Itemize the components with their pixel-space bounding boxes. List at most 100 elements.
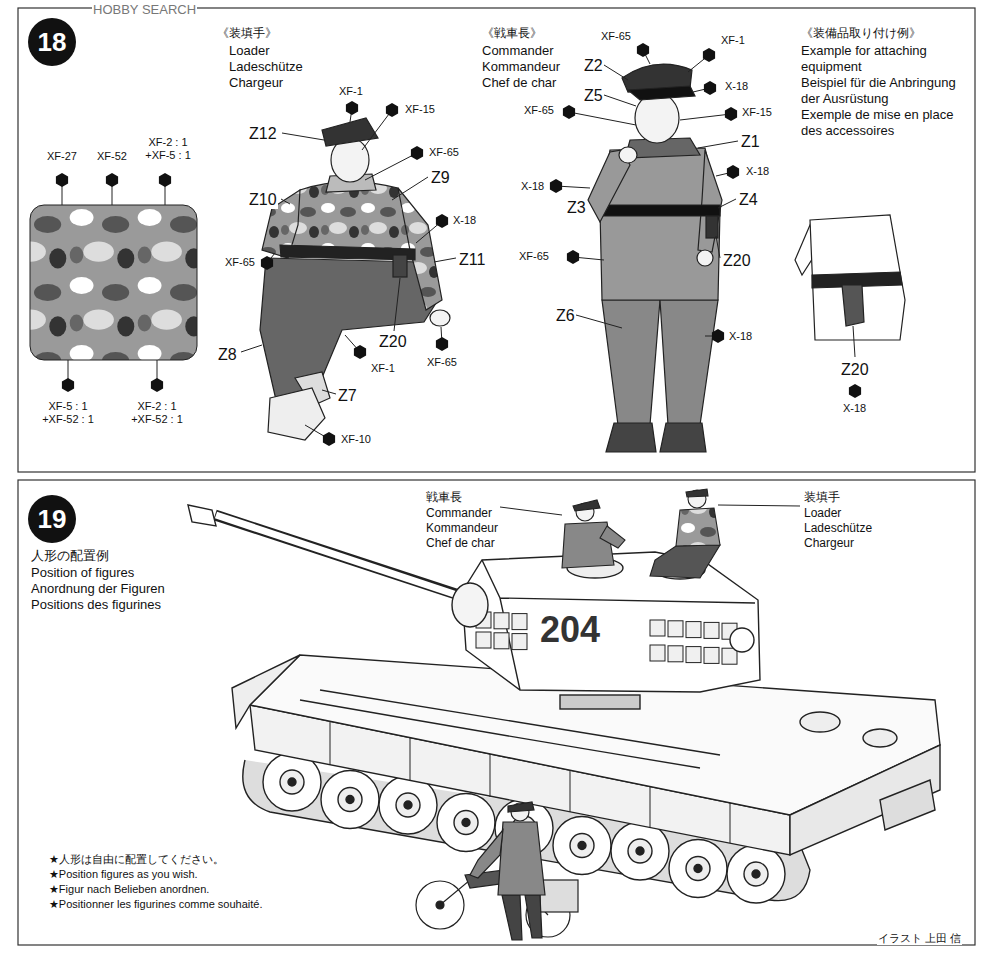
road-wheel bbox=[686, 857, 710, 881]
tank-illustration bbox=[730, 803, 731, 843]
commander-figure bbox=[600, 205, 720, 216]
tank-illustration bbox=[560, 695, 640, 709]
road-wheel bbox=[727, 845, 785, 903]
spare-track-link bbox=[686, 647, 701, 663]
leader-line bbox=[281, 199, 290, 204]
road-wheel bbox=[396, 793, 420, 817]
paint-code: X-18 bbox=[452, 214, 477, 227]
crew-figure bbox=[600, 526, 625, 548]
paint-code: XF-65 bbox=[224, 256, 256, 269]
road-wheel bbox=[437, 794, 495, 852]
leader-line bbox=[392, 177, 428, 200]
heading-text: Kommandeur bbox=[425, 521, 499, 535]
vehicle-marking: 204 bbox=[539, 608, 601, 651]
paint-hexagon bbox=[563, 105, 575, 119]
loader-figure bbox=[260, 118, 450, 440]
tank-illustration bbox=[188, 505, 940, 903]
heading-text: Loader bbox=[228, 43, 270, 59]
commander-figure bbox=[697, 250, 713, 266]
part-number: Z3 bbox=[566, 198, 587, 217]
camo-swatch bbox=[30, 205, 197, 360]
road-wheel bbox=[669, 840, 727, 898]
heading-text: Loader bbox=[803, 506, 842, 520]
paint-code: XF-5 : 1 +XF-52 : 1 bbox=[34, 400, 102, 426]
paint-hexagon bbox=[704, 81, 716, 95]
heading-text: Chef de char bbox=[481, 75, 557, 91]
leader-line bbox=[604, 95, 636, 106]
road-wheel bbox=[752, 870, 760, 878]
paint-marker bbox=[56, 43, 861, 515]
spare-track-link bbox=[476, 632, 491, 648]
spare-track-link bbox=[668, 621, 683, 637]
tank-illustration bbox=[482, 560, 755, 690]
spare-track-link bbox=[650, 620, 665, 636]
motorcycle-figure bbox=[525, 895, 542, 938]
paint-code: XF-65 bbox=[518, 250, 550, 263]
part-number: Z20 bbox=[840, 360, 870, 379]
leader-line bbox=[718, 199, 736, 208]
road-wheel bbox=[694, 865, 702, 873]
tank-illustration bbox=[650, 787, 651, 828]
tank-illustration bbox=[863, 729, 897, 747]
tank-illustration bbox=[570, 770, 571, 812]
panel-frame bbox=[18, 8, 975, 472]
road-wheel bbox=[454, 811, 478, 835]
paint-code: XF-10 bbox=[340, 433, 372, 446]
commander-figure bbox=[698, 150, 722, 252]
part-number: Z2 bbox=[583, 56, 604, 75]
leader-line bbox=[604, 65, 628, 80]
paint-code: XF-1 bbox=[720, 34, 746, 47]
road-wheel bbox=[628, 839, 652, 863]
tank-illustration bbox=[188, 505, 216, 526]
note-text: ★Positionner les figurines comme souhait… bbox=[48, 898, 263, 911]
leader-line bbox=[241, 345, 262, 352]
paint-code: XF-15 bbox=[404, 103, 436, 116]
tank-illustration bbox=[320, 690, 720, 755]
part-number: Z7 bbox=[337, 386, 358, 405]
paint-code: X-18 bbox=[842, 402, 867, 415]
paint-code: XF-2 : 1 +XF-52 : 1 bbox=[123, 400, 191, 426]
tank-illustration bbox=[300, 700, 700, 768]
heading-text: Chef de char bbox=[425, 536, 496, 550]
commander-figure bbox=[602, 300, 660, 425]
tank-illustration bbox=[490, 754, 491, 797]
spare-track-link bbox=[512, 634, 527, 650]
part-number: Z9 bbox=[430, 168, 451, 187]
equipment-figure bbox=[842, 285, 864, 326]
leader-line bbox=[698, 141, 738, 148]
motorcycle-figure bbox=[540, 880, 578, 912]
spare-track-link bbox=[512, 614, 527, 630]
tank-illustration bbox=[800, 712, 840, 732]
motorcycle-figure bbox=[498, 822, 545, 895]
step-number: 18 bbox=[38, 29, 67, 55]
motorcycle-figure bbox=[502, 895, 522, 940]
paint-hexagon bbox=[703, 48, 715, 62]
crew-figure bbox=[562, 489, 720, 578]
heading-text: Positions des figurines bbox=[30, 597, 162, 613]
paint-hexagon bbox=[411, 146, 423, 160]
road-wheel bbox=[611, 822, 669, 880]
road-wheel bbox=[321, 771, 379, 829]
step-circle: 18 bbox=[28, 18, 76, 66]
tank-illustration bbox=[462, 552, 760, 692]
panel-frame bbox=[18, 8, 975, 945]
paint-hexagon bbox=[550, 179, 562, 193]
paint-hexagon bbox=[106, 173, 118, 187]
crew-figure bbox=[650, 545, 720, 578]
tank-illustration bbox=[880, 780, 935, 830]
leader-line bbox=[853, 326, 855, 357]
heading-text: Ladeschütze bbox=[803, 521, 873, 535]
spare-track-link bbox=[494, 633, 509, 649]
part-number: Z20 bbox=[378, 332, 408, 351]
commander-figure bbox=[660, 423, 706, 452]
equipment-figure bbox=[795, 215, 905, 340]
paint-code: XF-1 bbox=[338, 85, 364, 98]
spare-track-link bbox=[668, 646, 683, 662]
leader-line bbox=[362, 110, 392, 150]
tank-illustration bbox=[730, 628, 754, 652]
tank-illustration bbox=[330, 721, 331, 765]
paint-code: XF-65 bbox=[428, 146, 460, 159]
panel-frame bbox=[18, 480, 975, 945]
heading-text: 戦車長 bbox=[425, 490, 463, 504]
leader-line bbox=[718, 505, 800, 506]
